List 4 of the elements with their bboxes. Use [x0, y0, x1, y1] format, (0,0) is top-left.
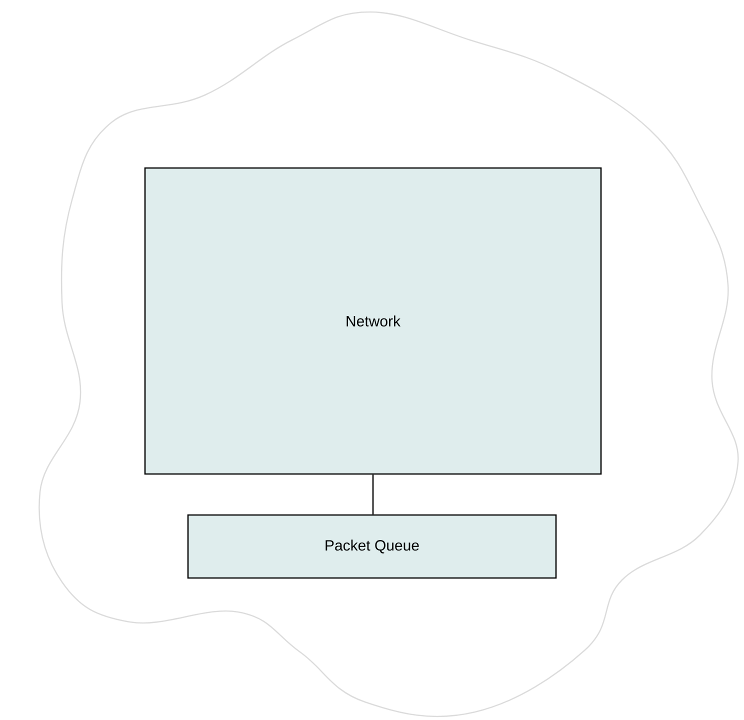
connector-line — [372, 474, 374, 514]
process-box: Network — [144, 167, 602, 475]
cloud-outline — [38, 11, 739, 718]
process-box: Packet Queue — [187, 514, 557, 579]
